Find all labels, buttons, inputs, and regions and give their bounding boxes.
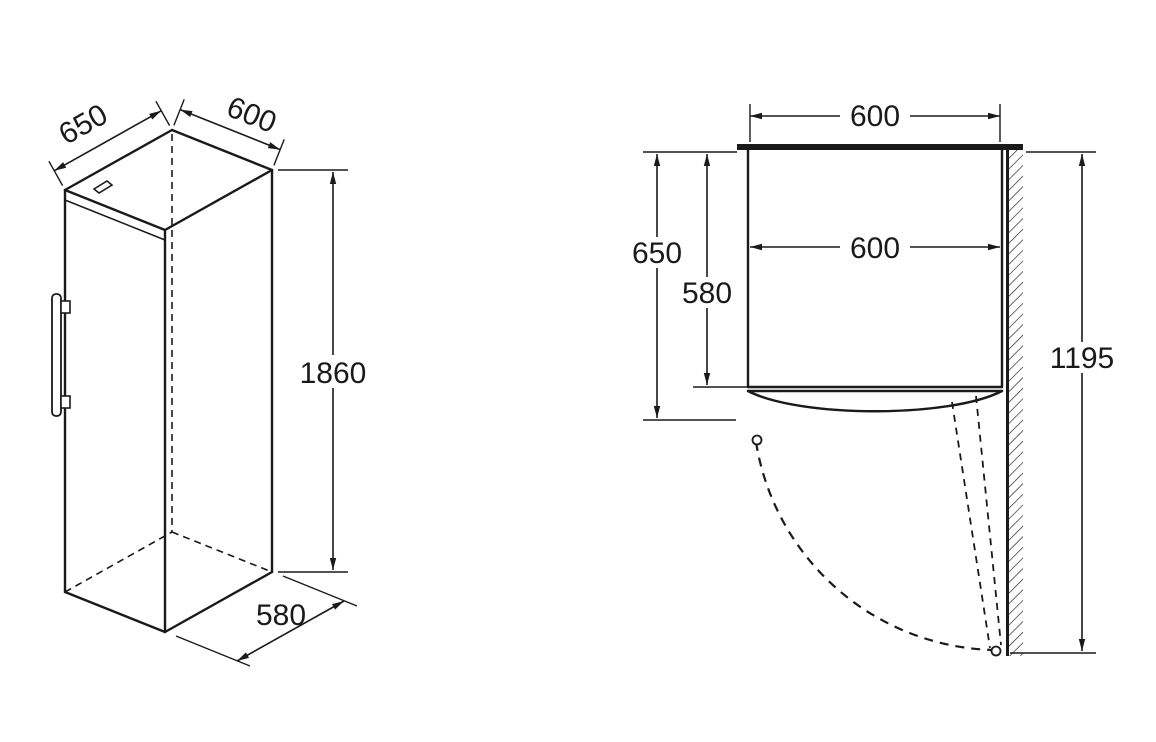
plan-inner-width-label: 600 [850,232,900,265]
dim-1195-label-bg [1041,342,1123,373]
door-handle-icon [51,293,62,417]
hidden-bottom-left-edge [64,531,173,593]
door-swing-arc [754,441,994,652]
wall-hatch [1009,144,1023,656]
plan-niche-width-label: 600 [850,100,900,133]
dim-600-ext-b [273,139,285,166]
box-bottom-right-edge [163,570,274,634]
dim-600-line [179,108,281,151]
open-door-outer-edge [951,401,991,649]
hidden-bottom-back-edge [171,531,273,573]
back-wall-line [737,144,1023,150]
door-tip-marker [990,645,1002,657]
iso-height-label: 1860 [300,357,367,390]
dim-650-ext-b [155,100,171,126]
plan-view: 600 600 650 580 1195 [622,100,1123,657]
dim-650-ext-a [48,160,64,186]
plan-depth-total-label: 650 [632,237,682,270]
door-front-curve [746,389,1004,413]
plan-door-clearance-label: 1195 [1050,342,1115,375]
top-hinge-plate [92,180,114,194]
dim-580-line [236,600,345,662]
handle-mount-top [60,300,71,314]
dim-1860-label-bg [296,355,370,388]
box-top-back-edge [170,128,274,172]
box-bottom-front-edge [63,590,167,634]
dim-600-ext-a [173,99,185,126]
door-edge-marker [751,434,763,446]
dim-650p-label-bg [622,237,692,268]
plan-depth-body-label: 580 [682,277,732,310]
dim-650-line [53,110,162,172]
box-top-front-edge [63,188,167,232]
dim-580-ext-a [175,635,251,667]
dim-580p-label-bg [672,277,742,308]
iso-view: 650 600 1860 580 [48,91,370,667]
iso-width-label: 600 [222,91,281,140]
dim-top600-label-bg [840,101,910,132]
door-top-seam [64,199,166,241]
handle-mount-bottom [60,395,71,409]
iso-base-depth-label: 580 [256,599,306,632]
dim-580-ext-b [282,575,358,607]
open-door-inner-edge [975,395,1002,646]
dim-inner600-label-bg [840,232,910,263]
box-top-right-edge [163,168,274,232]
